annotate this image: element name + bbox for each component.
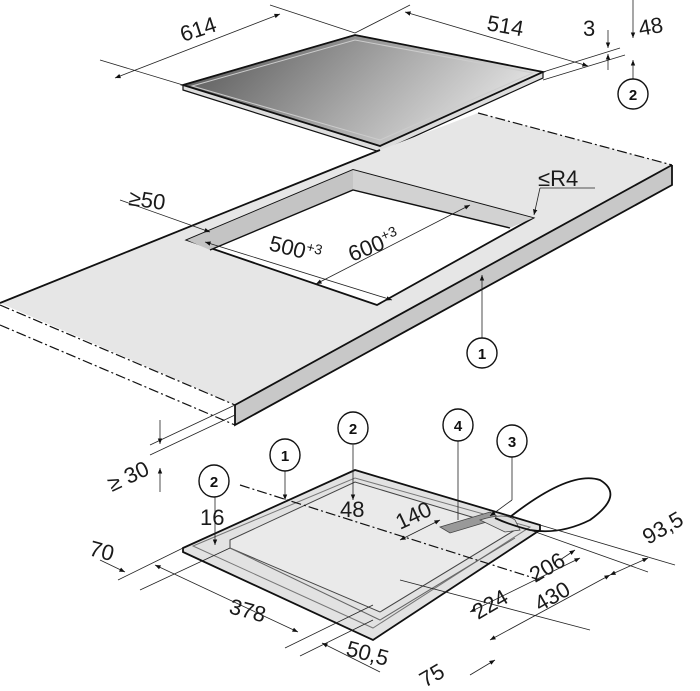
hob-bottom-view bbox=[99, 440, 676, 676]
dim-bottom-70: 70 bbox=[87, 536, 117, 566]
callout-label: 4 bbox=[454, 418, 463, 435]
worktop bbox=[0, 112, 673, 492]
callout-1-worktop: 1 bbox=[466, 337, 498, 369]
dim-bottom-224: 224 bbox=[468, 584, 512, 624]
callout-3-bottom: 3 bbox=[496, 424, 528, 458]
dim-corner-radius: ≤R4 bbox=[538, 166, 578, 191]
callout-label: 1 bbox=[281, 448, 289, 465]
dim-bottom-378: 378 bbox=[227, 594, 269, 628]
dim-hob-height: 48 bbox=[637, 12, 665, 41]
dim-min-edge: ≥50 bbox=[127, 185, 167, 215]
callout-label: 3 bbox=[508, 434, 516, 451]
hob-top-view bbox=[99, 0, 636, 153]
dim-min-worktop-thickness: ≥ 30 bbox=[104, 456, 153, 497]
callout-label: 2 bbox=[629, 87, 637, 104]
dim-bottom-93-5: 93,5 bbox=[638, 506, 688, 549]
callout-2-bottom-center: 2 bbox=[337, 411, 369, 445]
dim-bottom-48: 48 bbox=[340, 497, 364, 522]
dim-bottom-75: 75 bbox=[415, 658, 449, 691]
callout-label: 2 bbox=[210, 474, 218, 491]
callout-1-bottom: 1 bbox=[269, 438, 301, 472]
callout-4-bottom: 4 bbox=[442, 408, 474, 442]
dim-hob-width: 614 bbox=[177, 12, 220, 47]
callout-2-top: 2 bbox=[617, 78, 649, 110]
dim-hob-depth: 514 bbox=[485, 10, 526, 41]
dim-glass-thickness: 3 bbox=[583, 16, 595, 41]
dim-bottom-16: 16 bbox=[200, 505, 224, 530]
callout-label: 2 bbox=[349, 421, 357, 438]
callout-2-bottom-left: 2 bbox=[198, 464, 230, 498]
callout-label: 1 bbox=[478, 346, 486, 363]
dim-bottom-50-5: 50,5 bbox=[344, 636, 392, 671]
